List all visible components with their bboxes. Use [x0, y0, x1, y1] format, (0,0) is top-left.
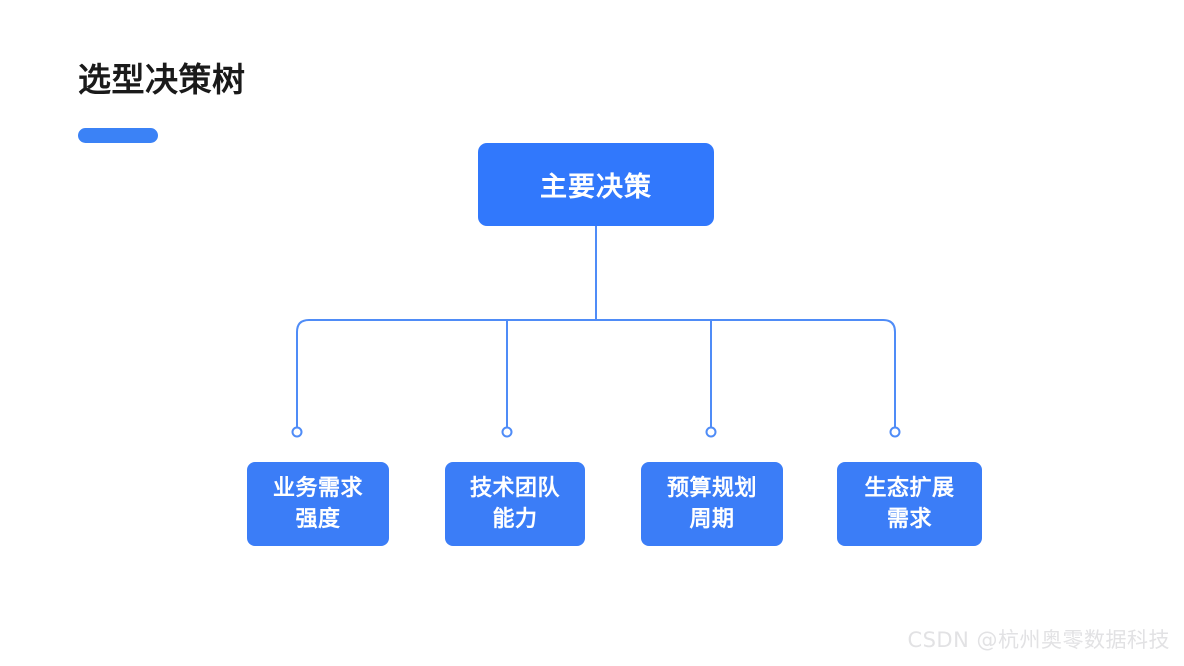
title-block: 选型决策树 [78, 58, 246, 143]
connector-endpoint-circle-1 [501, 426, 513, 438]
node-child-label: 生态扩展 需求 [864, 473, 954, 535]
watermark-text: CSDN @杭州奥零数据科技 [907, 628, 1170, 652]
node-child-ecosystem-expansion[interactable]: 生态扩展 需求 [837, 462, 982, 546]
node-child-label-line1: 业务需求 [272, 476, 363, 501]
node-child-label-line1: 生态扩展 [864, 476, 955, 501]
node-root-label: 主要决策 [540, 172, 652, 203]
node-root[interactable]: 主要决策 [478, 143, 714, 226]
node-child-label: 预算规划 周期 [667, 473, 757, 535]
title-accent-bar [78, 128, 158, 143]
node-child-business-demand[interactable]: 业务需求 强度 [247, 462, 389, 546]
node-child-label-line1: 技术团队 [469, 476, 560, 501]
connector-endpoint-circle-3 [889, 426, 901, 438]
node-child-tech-team[interactable]: 技术团队 能力 [445, 462, 585, 546]
node-child-label-line2: 强度 [295, 507, 341, 532]
page-title: 选型决策树 [78, 60, 246, 99]
node-child-label: 技术团队 能力 [470, 473, 560, 535]
connector-endpoint-circle-2 [705, 426, 717, 438]
node-child-label-line2: 需求 [886, 507, 932, 532]
node-child-label: 业务需求 强度 [273, 473, 363, 535]
connector-bus [296, 319, 896, 433]
node-child-label-line2: 能力 [492, 507, 538, 532]
node-child-label-line1: 预算规划 [666, 476, 757, 501]
node-child-label-line2: 周期 [689, 507, 735, 532]
connector-endpoint-circle-0 [291, 426, 303, 438]
node-child-budget-plan[interactable]: 预算规划 周期 [641, 462, 783, 546]
